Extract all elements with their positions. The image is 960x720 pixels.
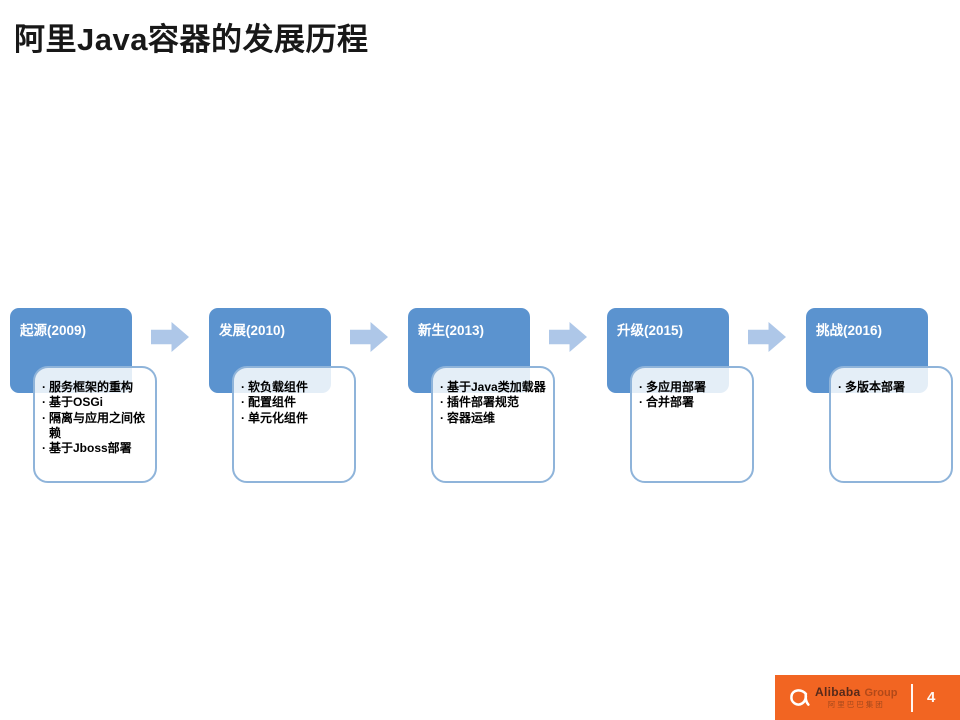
stage-bullet-list: 软负载组件 配置组件 单元化组件 (241, 380, 350, 426)
logo-text-cn: 阿里巴巴集团 (827, 699, 885, 709)
stage-bullet: 多版本部署 (838, 380, 947, 396)
stage-bullet: 服务框架的重构 (42, 380, 151, 396)
arrow-right-icon (350, 322, 388, 352)
arrow-right-icon (151, 322, 189, 352)
stage-header-label: 起源(2009) (20, 323, 87, 338)
timeline-stage-card-2016: 多版本部署 (829, 366, 953, 483)
page-number: 4 (926, 689, 936, 706)
slide-title: 阿里Java容器的发展历程 (14, 22, 369, 57)
stage-header-label: 升级(2015) (617, 323, 684, 338)
logo-text-group: Group (864, 687, 898, 700)
timeline-stage-card-2015: 多应用部署 合并部署 (630, 366, 754, 483)
timeline-stage-card-2013: 基于Java类加载器 插件部署规范 容器运维 (431, 366, 555, 483)
logo-text-en: Alibaba (815, 685, 861, 700)
stage-bullet: 合并部署 (639, 395, 748, 411)
stage-bullet: 配置组件 (241, 395, 350, 411)
alibaba-logo-text: Alibaba Group 阿里巴巴集团 (815, 686, 897, 708)
stage-bullet: 隔离与应用之间依赖 (42, 411, 151, 442)
stage-bullet-list: 基于Java类加载器 插件部署规范 容器运维 (440, 380, 549, 426)
stage-bullet: 软负载组件 (241, 380, 350, 396)
stage-bullet: 基于Java类加载器 (440, 380, 549, 396)
stage-bullet: 插件部署规范 (440, 395, 549, 411)
alibaba-logo-icon (787, 686, 811, 710)
footer-bar: Alibaba Group 阿里巴巴集团 4 (775, 675, 960, 720)
stage-bullet: 基于OSGi (42, 395, 151, 411)
stage-bullet: 基于Jboss部署 (42, 441, 151, 457)
footer-divider (911, 683, 913, 712)
stage-bullet-list: 多版本部署 (838, 380, 947, 396)
stage-header-label: 挑战(2016) (816, 323, 883, 338)
timeline-stage-card-2009: 服务框架的重构 基于OSGi 隔离与应用之间依赖 基于Jboss部署 (33, 366, 157, 483)
timeline-stage-card-2010: 软负载组件 配置组件 单元化组件 (232, 366, 356, 483)
stage-bullet: 多应用部署 (639, 380, 748, 396)
stage-header-label: 新生(2013) (418, 323, 485, 338)
stage-bullet-list: 多应用部署 合并部署 (639, 380, 748, 411)
stage-header-label: 发展(2010) (219, 323, 286, 338)
stage-bullet-list: 服务框架的重构 基于OSGi 隔离与应用之间依赖 基于Jboss部署 (42, 380, 151, 457)
arrow-right-icon (748, 322, 786, 352)
arrow-right-icon (549, 322, 587, 352)
stage-bullet: 单元化组件 (241, 411, 350, 427)
stage-bullet: 容器运维 (440, 411, 549, 427)
